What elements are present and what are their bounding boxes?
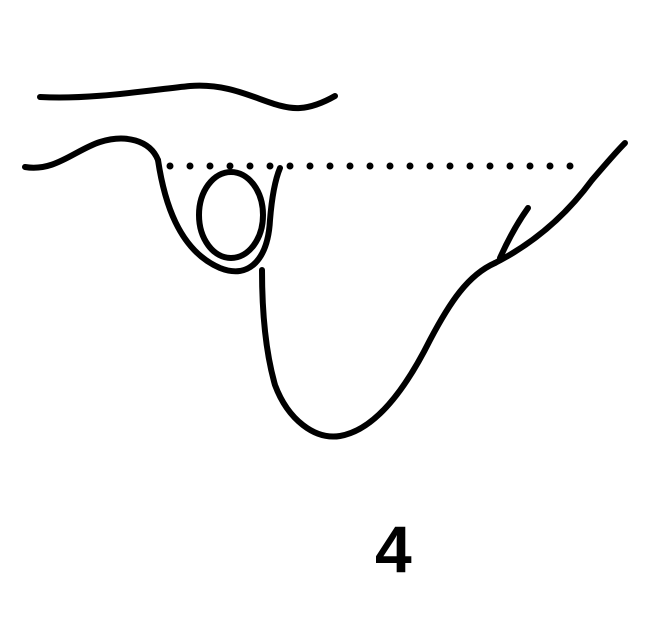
figure-number-label: 4 [375,512,412,586]
lower-wavy-line [22,135,161,171]
pocket-outline [155,157,283,275]
inner-oval [196,169,266,261]
right-branch-line [492,140,628,266]
fork-spur [497,205,531,261]
upper-wavy-line [37,82,338,112]
u-shaped-trough [259,260,498,440]
